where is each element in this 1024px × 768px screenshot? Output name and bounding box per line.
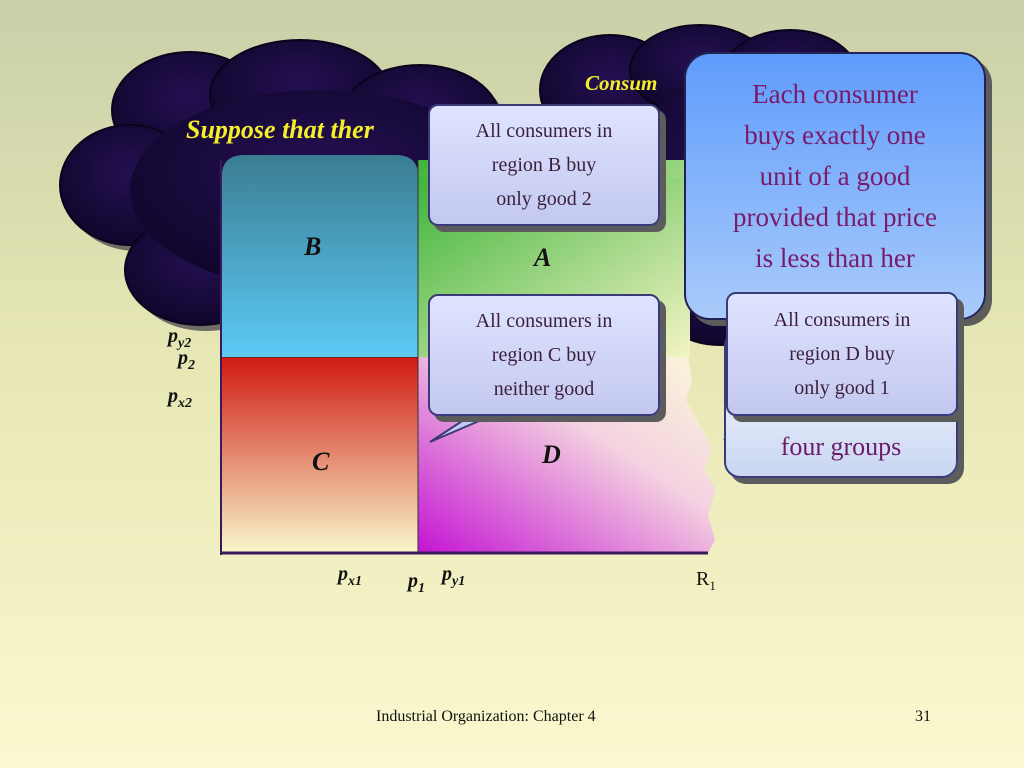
px1-label: px1 — [338, 563, 362, 589]
right-cloud-text: Consum — [585, 71, 658, 95]
region-b-label: B — [304, 232, 322, 261]
region-d-label: D — [542, 440, 561, 469]
px2-label: px2 — [168, 385, 192, 411]
each-consumer-callout: Each consumer buys exactly one unit of a… — [684, 52, 986, 320]
region-a-label: A — [534, 243, 552, 272]
p1-label: p1 — [408, 570, 425, 596]
region-d-callout: All consumers in region D buy only good … — [726, 292, 958, 416]
r1-axis-label: R1 — [696, 568, 716, 593]
region-c-shape — [222, 357, 418, 553]
py2-label: py2 — [168, 325, 192, 351]
region-c-callout: All consumers in region C buy neither go… — [428, 294, 660, 416]
p2-label: p2 — [178, 347, 195, 373]
footer-text: Industrial Organization: Chapter 4 — [376, 708, 596, 725]
py1-label: py1 — [442, 563, 466, 589]
region-c-label: C — [312, 447, 330, 476]
region-b-callout: All consumers in region B buy only good … — [428, 104, 660, 226]
page-number: 31 — [915, 708, 931, 725]
